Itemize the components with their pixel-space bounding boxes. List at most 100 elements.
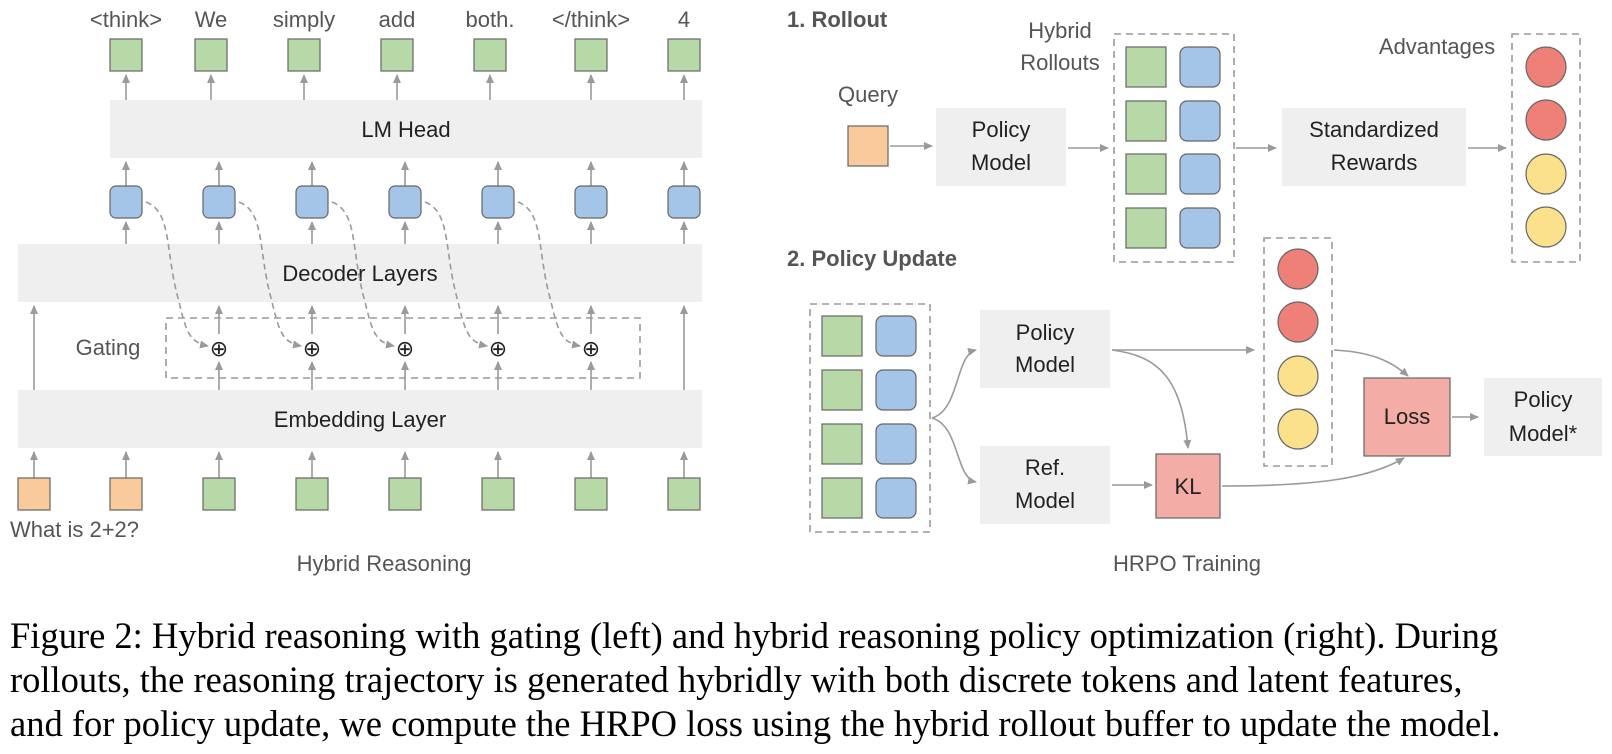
advantage-circle	[1525, 206, 1567, 248]
gating-label: Gating	[76, 335, 141, 360]
output-token-square	[574, 38, 608, 72]
query-token-square	[109, 477, 143, 511]
figure-caption: Figure 2: Hybrid reasoning with gating (…	[10, 614, 1606, 746]
hidden-state-square	[202, 185, 236, 219]
output-token-label: </think>	[552, 7, 630, 32]
query-label: Query	[838, 82, 898, 107]
gate-symbol: ⊕	[210, 336, 228, 361]
buffer-latent-square	[875, 369, 917, 411]
hidden-state-square	[295, 185, 329, 219]
gating-box	[165, 317, 641, 379]
rollout-policy-model-label: Model	[971, 150, 1031, 175]
updated-policy-model-label: Model*	[1509, 421, 1578, 446]
output-token-label: add	[379, 7, 416, 32]
decoder-layers-label: Decoder Layers	[282, 261, 437, 286]
output-token-square	[473, 38, 507, 72]
rollout-latent-square	[1179, 153, 1221, 195]
standardized-rewards-block	[1282, 108, 1466, 186]
hidden-state-square	[109, 185, 143, 219]
hybrid-rollouts-label: Hybrid	[1028, 18, 1092, 43]
output-token-label: simply	[273, 7, 335, 32]
right-panel-title: HRPO Training	[1113, 551, 1261, 576]
rollout-section-title: 1. Rollout	[787, 7, 888, 32]
output-token-label: <think>	[90, 7, 162, 32]
output-token-square	[667, 38, 701, 72]
policy-update-section-title: 2. Policy Update	[787, 246, 957, 271]
buffer-latent-square	[875, 315, 917, 357]
lm-head-label: LM Head	[361, 117, 450, 142]
gate-symbol: ⊕	[303, 336, 321, 361]
embedding-layer-label: Embedding Layer	[274, 407, 446, 432]
input-token-square	[481, 477, 515, 511]
update-policy-model-label: Policy	[1016, 320, 1075, 345]
ref-model-label: Model	[1015, 488, 1075, 513]
output-token-square	[287, 38, 321, 72]
input-token-square	[388, 477, 422, 511]
left-panel-title: Hybrid Reasoning	[297, 551, 472, 576]
updated-policy-model-block	[1484, 378, 1602, 456]
rollout-buffer-box	[809, 303, 931, 533]
gate-symbol: ⊕	[396, 336, 414, 361]
update-advantage-circle	[1277, 408, 1319, 450]
advantages-label: Advantages	[1379, 34, 1495, 59]
buffer-token-square	[821, 369, 863, 411]
rollout-latent-square	[1179, 207, 1221, 249]
query-token-square	[17, 477, 51, 511]
hidden-state-square	[667, 185, 701, 219]
advantage-circle	[1525, 99, 1567, 141]
caption-line: rollouts, the reasoning trajectory is ge…	[10, 659, 1463, 700]
gate-symbol: ⊕	[582, 336, 600, 361]
update-advantage-circle	[1277, 301, 1319, 343]
buffer-latent-square	[875, 477, 917, 519]
update-policy-model-label: Model	[1015, 352, 1075, 377]
advantage-circle	[1525, 153, 1567, 195]
caption-line: Figure 2: Hybrid reasoning with gating (…	[10, 615, 1499, 656]
update-policy-model-block	[980, 310, 1110, 388]
left-panel: <think> We simply add both. </think> 4	[10, 7, 702, 576]
rollout-token-square	[1125, 153, 1167, 195]
output-token-square	[380, 38, 414, 72]
input-token-square	[667, 477, 701, 511]
rollout-policy-model-block	[936, 108, 1066, 186]
kl-block	[1155, 453, 1221, 519]
hybrid-rollouts-box	[1113, 33, 1235, 263]
input-token-square	[202, 477, 236, 511]
query-square	[847, 125, 889, 167]
rollout-policy-model-label: Policy	[972, 117, 1031, 142]
input-token-square	[574, 477, 608, 511]
caption-line: and for policy update, we compute the HR…	[10, 703, 1501, 744]
input-token-square	[295, 477, 329, 511]
buffer-token-square	[821, 423, 863, 465]
hybrid-reasoning-diagram: <think> We simply add both. </think> 4	[10, 7, 1602, 576]
rollout-token-square	[1125, 100, 1167, 142]
loss-block	[1363, 377, 1451, 457]
loss-label: Loss	[1384, 404, 1430, 429]
hidden-state-square	[574, 185, 608, 219]
output-token-label: We	[195, 7, 228, 32]
updated-policy-model-label: Policy	[1514, 387, 1573, 412]
right-panel: 1. Rollout Query Policy Model Hybrid Rol…	[787, 7, 1602, 576]
hybrid-rollouts-label: Rollouts	[1020, 50, 1099, 75]
rollout-latent-square	[1179, 100, 1221, 142]
output-token-label: 4	[678, 7, 690, 32]
decoder-layers-block	[18, 244, 702, 302]
update-advantages-box	[1263, 237, 1333, 467]
advantage-circle	[1525, 46, 1567, 88]
hidden-state-square	[388, 185, 422, 219]
rollout-token-square	[1125, 207, 1167, 249]
update-advantage-circle	[1277, 248, 1319, 290]
update-advantage-circle	[1277, 355, 1319, 397]
embedding-layer-block	[18, 390, 702, 448]
rollout-token-square	[1125, 46, 1167, 88]
output-token-square	[194, 38, 228, 72]
kl-label: KL	[1175, 474, 1202, 499]
query-text: What is 2+2?	[10, 517, 139, 542]
buffer-latent-square	[875, 423, 917, 465]
advantages-box	[1511, 33, 1581, 263]
gate-symbol: ⊕	[489, 336, 507, 361]
buffer-token-square	[821, 477, 863, 519]
hidden-state-square	[481, 185, 515, 219]
standardized-rewards-label: Standardized	[1309, 117, 1439, 142]
output-token-square	[109, 38, 143, 72]
buffer-token-square	[821, 315, 863, 357]
